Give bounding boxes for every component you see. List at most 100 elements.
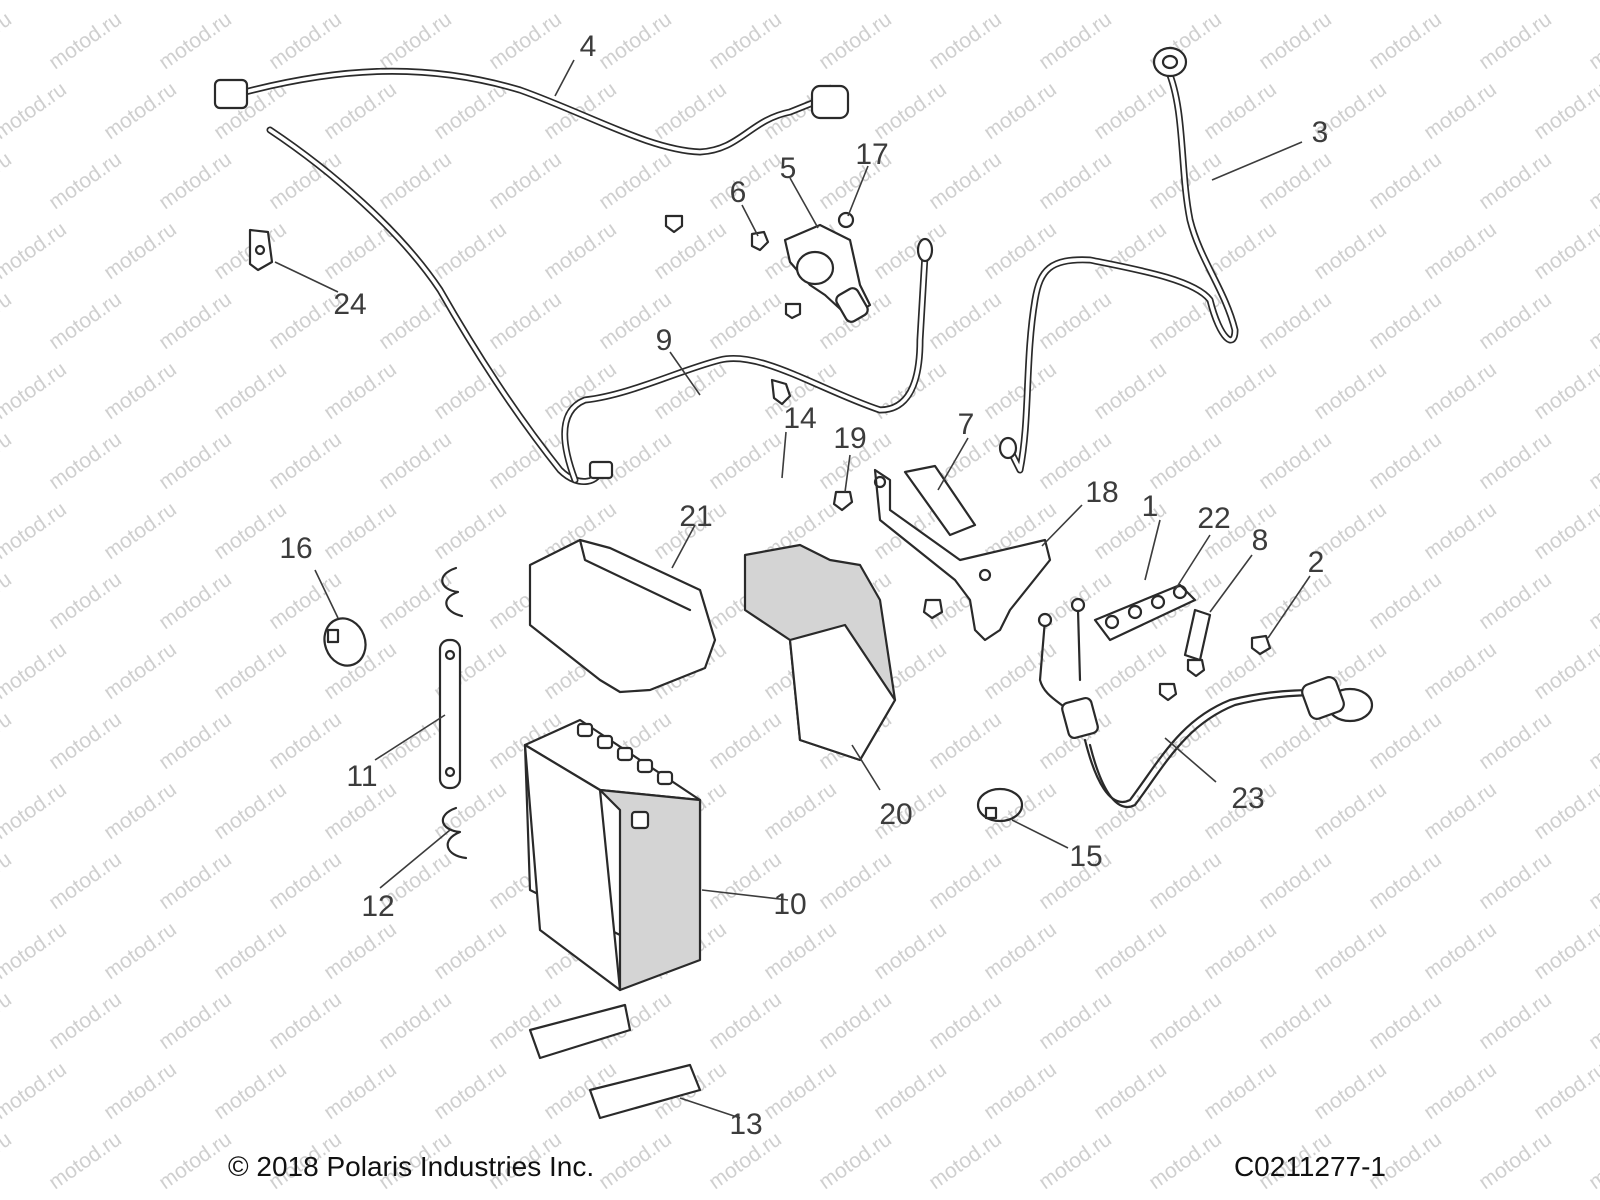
watermark-text: motod.ru [45,8,126,74]
part-13-pads [528,1003,702,1120]
part-23-harness [1037,597,1374,808]
watermark-text: motod.ru [1310,0,1391,4]
watermark-text: motod.ru [1530,498,1600,564]
watermark-text: motod.ru [1035,1128,1116,1194]
watermark-text: motod.ru [705,8,786,74]
watermark-text: motod.ru [0,218,71,284]
part-18-bracket [873,468,1052,642]
watermark-text: motod.ru [265,988,346,1054]
watermark-text: motod.ru [100,218,181,284]
watermark-text: motod.ru [320,918,401,984]
watermark-text: motod.ru [980,918,1061,984]
part-7-sleeve [903,464,977,537]
watermark-text: motod.ru [155,1128,236,1194]
watermark-text: motod.ru [45,1128,126,1194]
watermark-text: motod.ru [320,638,401,704]
watermark-text: motod.ru [1365,708,1446,774]
watermark-text: motod.ru [540,358,621,424]
watermark-text: motod.ru [485,288,566,354]
watermark-text: motod.ru [320,1058,401,1124]
watermark-text: motod.ru [980,358,1061,424]
watermark-text: motod.ru [1530,638,1600,704]
part-12-clips [441,566,468,860]
watermark-text: motod.ru [375,8,456,74]
watermark-text: motod.ru [1200,918,1281,984]
callout-4: 4 [580,30,597,63]
watermark-text: motod.ru [1475,848,1556,914]
watermark-text: motod.ru [265,8,346,74]
part-24-clip [248,228,274,272]
watermark-text: motod.ru [1035,988,1116,1054]
watermark-text: motod.ru [1365,568,1446,634]
part-20-battery-box [743,543,897,762]
watermark-text: motod.ru [375,428,456,494]
diagram-code: C0211277-1 [1234,1151,1386,1182]
watermark-text: motod.ru [1530,358,1600,424]
watermark-text: motod.ru [210,918,291,984]
watermark-text: motod.ru [45,148,126,214]
watermark-text: motod.ru [320,358,401,424]
watermark-text: motod.ru [650,218,731,284]
watermark-text: motod.ru [45,428,126,494]
watermark-text: motod.ru [100,358,181,424]
watermark-text: motod.ru [1365,428,1446,494]
watermark-text: motod.ru [45,708,126,774]
watermark-text: motod.ru [0,848,16,914]
part-1-terminal-block [1093,583,1197,642]
watermark-text: motod.ru [45,848,126,914]
watermark-text: motod.ru [210,358,291,424]
watermark-text: motod.ru [760,0,841,4]
callout-20: 20 [879,798,912,831]
watermark-text: motod.ru [1585,8,1600,74]
watermark-text: motod.ru [155,988,236,1054]
watermark-text: motod.ru [0,428,16,494]
watermark-text: motod.ru [265,568,346,634]
part-4-cable [213,67,850,156]
callout-13: 13 [729,1108,762,1141]
watermark-text: motod.ru [430,918,511,984]
watermark-text: motod.ru [595,1128,676,1194]
watermark-text: motod.ru [0,708,16,774]
watermark-text: motod.ru [155,708,236,774]
callout-7: 7 [958,408,975,441]
watermark-text: motod.ru [0,918,71,984]
watermark-text: motod.ru [1365,8,1446,74]
watermark-text: motod.ru [1310,778,1391,844]
watermark-text: motod.ru [815,848,896,914]
watermark-text: motod.ru [1585,148,1600,214]
watermark-text: motod.ru [925,8,1006,74]
watermark-text: motod.ru [1310,218,1391,284]
watermark-text: motod.ru [1365,148,1446,214]
watermark-text: motod.ru [925,148,1006,214]
watermark-text: motod.ru [1475,1128,1556,1194]
watermark-text: motod.ru [1585,568,1600,634]
watermark-text: motod.ru [1420,78,1501,144]
watermark-text: motod.ru [375,148,456,214]
watermark-text: motod.ru [1585,1128,1600,1194]
watermark-text: motod.ru [705,988,786,1054]
fasteners-group [664,214,1272,702]
watermark-text: motod.ru [1035,8,1116,74]
watermark-text: motod.ru [0,1128,16,1194]
part-16-cable-tie [323,617,367,667]
watermark-text: motod.ru [1145,848,1226,914]
watermark-text: motod.ru [925,1128,1006,1194]
watermark-text: motod.ru [45,568,126,634]
callout-9: 9 [656,324,673,357]
watermark-text: motod.ru [430,498,511,564]
watermark-text: motod.ru [430,0,511,4]
callout-2: 2 [1308,546,1325,579]
callout-22: 22 [1197,502,1230,535]
watermark-text: motod.ru [925,988,1006,1054]
part-10-battery [523,718,702,992]
watermark-text: motod.ru [760,918,841,984]
callout-19: 19 [833,422,866,455]
watermark-text: motod.ru [0,288,16,354]
watermark-text: motod.ru [320,78,401,144]
watermark-text: motod.ru [320,0,401,4]
leader-lines [274,59,1311,1119]
watermark-text: motod.ru [870,0,951,4]
watermark-text: motod.ru [1420,638,1501,704]
watermark-text: motod.ru [265,428,346,494]
watermark-text: motod.ru [155,428,236,494]
